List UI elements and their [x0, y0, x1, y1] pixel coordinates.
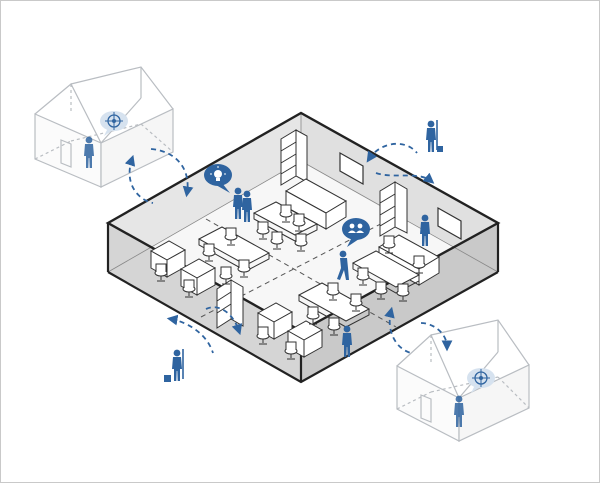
- remote-house-left: [34, 66, 174, 188]
- idea-bubble-icon: [204, 164, 232, 193]
- worker-with-bucket-icon: [426, 120, 443, 152]
- target-bubble-icon: [467, 368, 495, 393]
- remote-house-right: [396, 319, 530, 442]
- office-people: [233, 187, 430, 357]
- bookshelf: [216, 129, 408, 329]
- bidirectional-dashed-arrow-icon: [124, 142, 453, 354]
- target-bubble-icon: [100, 111, 128, 136]
- worker-with-bucket-icon: [164, 349, 184, 382]
- people-bubble-icon: [342, 218, 370, 247]
- wall-screen: [339, 151, 462, 241]
